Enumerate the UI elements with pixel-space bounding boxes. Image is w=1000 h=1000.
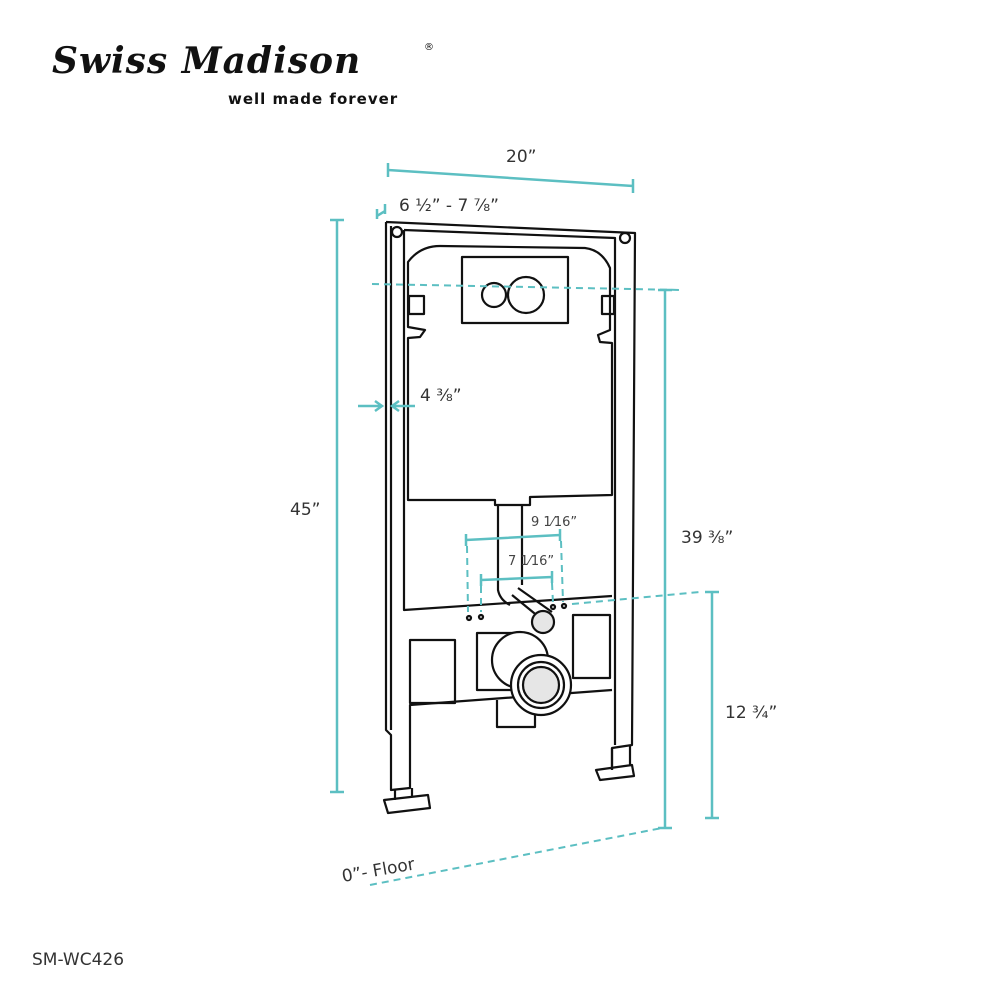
floor-label: 0”- Floor: [340, 854, 416, 886]
height-dimension-line: [330, 218, 344, 794]
bolt-hole: [477, 613, 485, 621]
depth-range-label: 6 ½” - 7 ⅞”: [399, 196, 499, 216]
side-clip-right: [600, 294, 616, 316]
brand-logo: Swiss Madison ® well made forever: [52, 40, 452, 112]
brand-tagline: well made forever: [228, 90, 399, 108]
side-clip-left: [407, 294, 426, 316]
foot-right: [594, 745, 636, 782]
frame-offset-label: 4 ⅜”: [420, 386, 462, 406]
dimension-lines: [330, 163, 719, 886]
frame-cutout-right: [571, 613, 612, 680]
flush-button-small: [480, 281, 508, 309]
tank-top: [406, 244, 614, 507]
mount-hole-right: [618, 231, 632, 245]
model-number: SM-WC426: [32, 950, 125, 970]
offset-arrow-left: [358, 399, 385, 413]
outer-bolt-spacing-label: 9 1⁄16”: [531, 515, 577, 530]
outer-bolt-line: [464, 529, 562, 546]
drain-pipe: [496, 505, 524, 606]
width-dimension-line: [386, 163, 635, 193]
bolt-guide-line: [466, 540, 564, 613]
outlet-reference-line: [571, 591, 701, 605]
floor-reference-line: [369, 827, 663, 886]
inner-bolt-spacing-label: 7 1⁄16”: [508, 554, 554, 569]
height-label: 45”: [290, 500, 320, 520]
outlet-height-label: 12 ¾”: [725, 703, 777, 723]
flush-button-large: [506, 275, 546, 315]
flush-plate: [460, 255, 570, 325]
inner-bolt-line: [479, 571, 554, 586]
depth-dimension-marker: [375, 204, 387, 219]
supply-outlet: [530, 609, 556, 635]
bowl-connector-inner: [521, 665, 561, 705]
actuator-height-line: [658, 288, 672, 830]
frame-cutout-left: [408, 638, 457, 705]
frame-inner-panel: [402, 228, 617, 745]
width-label: 20”: [506, 147, 536, 167]
bolt-hole: [549, 603, 557, 611]
brand-name: Swiss Madison: [52, 40, 362, 82]
actuator-height-label: 39 ⅜”: [681, 528, 733, 548]
bowl-drain-stub: [495, 700, 537, 729]
mount-hole-left: [390, 225, 404, 239]
actuator-reference-line: [371, 283, 683, 291]
offset-arrow-right: [389, 399, 415, 413]
registered-mark: ®: [424, 42, 434, 53]
foot-left: [382, 788, 432, 815]
frame-drawing: [382, 220, 637, 815]
bolt-hole: [465, 614, 473, 622]
bolt-hole: [560, 602, 568, 610]
outlet-height-line: [705, 590, 719, 820]
